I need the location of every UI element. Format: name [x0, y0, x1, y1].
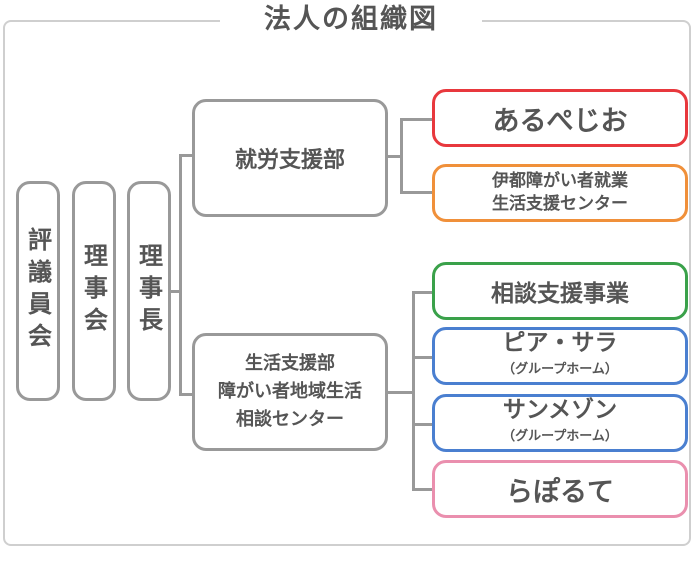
piasara-box: ピア・サラ （グループホーム）: [432, 327, 688, 385]
connector: [412, 291, 415, 491]
sanmezon-box: サンメゾン （グループホーム）: [432, 394, 688, 452]
piasara-sublabel: （グループホーム）: [502, 361, 618, 377]
connector: [388, 391, 414, 394]
connector: [412, 488, 433, 491]
connector: [400, 118, 433, 121]
living-support-line2: 障がい者地域生活: [218, 381, 362, 402]
connector: [412, 356, 433, 359]
connector: [400, 191, 433, 194]
connector: [412, 291, 433, 294]
directors-label: 理事会: [79, 243, 108, 339]
employment-department-box: 就労支援部: [192, 99, 388, 217]
piasara-label: ピア・サラ: [502, 329, 618, 356]
council-box: 評議員会: [16, 181, 60, 401]
chairman-label: 理事長: [134, 243, 163, 339]
living-support-line1: 生活支援部: [245, 353, 335, 374]
laporte-box: らぽるて: [432, 460, 688, 518]
connector: [179, 154, 193, 157]
council-label: 評議員会: [23, 227, 52, 355]
employment-department-label: 就労支援部: [234, 148, 345, 173]
directors-box: 理事会: [72, 181, 116, 401]
ito-center-line1: 伊都障がい者就業: [492, 171, 628, 191]
connector: [179, 154, 182, 396]
living-support-department-box: 生活支援部 障がい者地域生活 相談センター: [192, 333, 388, 451]
arupejio-label: あるぺじお: [492, 105, 628, 137]
living-support-line3: 相談センター: [236, 409, 344, 430]
connector: [388, 155, 402, 158]
laporte-label: らぽるて: [506, 476, 614, 508]
connector: [412, 423, 433, 426]
sanmezon-sublabel: （グループホーム）: [502, 428, 618, 444]
sanmezon-label: サンメゾン: [502, 396, 618, 423]
diagram-title: 法人の組織図: [220, 0, 482, 40]
ito-center-line2: 生活支援センター: [492, 194, 628, 214]
consult-support-box: 相談支援事業: [432, 262, 688, 320]
ito-center-box: 伊都障がい者就業 生活支援センター: [432, 164, 688, 222]
connector: [171, 290, 181, 293]
connector: [179, 393, 193, 396]
connector: [400, 118, 403, 194]
chairman-box: 理事長: [127, 181, 171, 401]
consult-support-label: 相談支援事業: [491, 281, 629, 307]
arupejio-box: あるぺじお: [432, 89, 688, 147]
